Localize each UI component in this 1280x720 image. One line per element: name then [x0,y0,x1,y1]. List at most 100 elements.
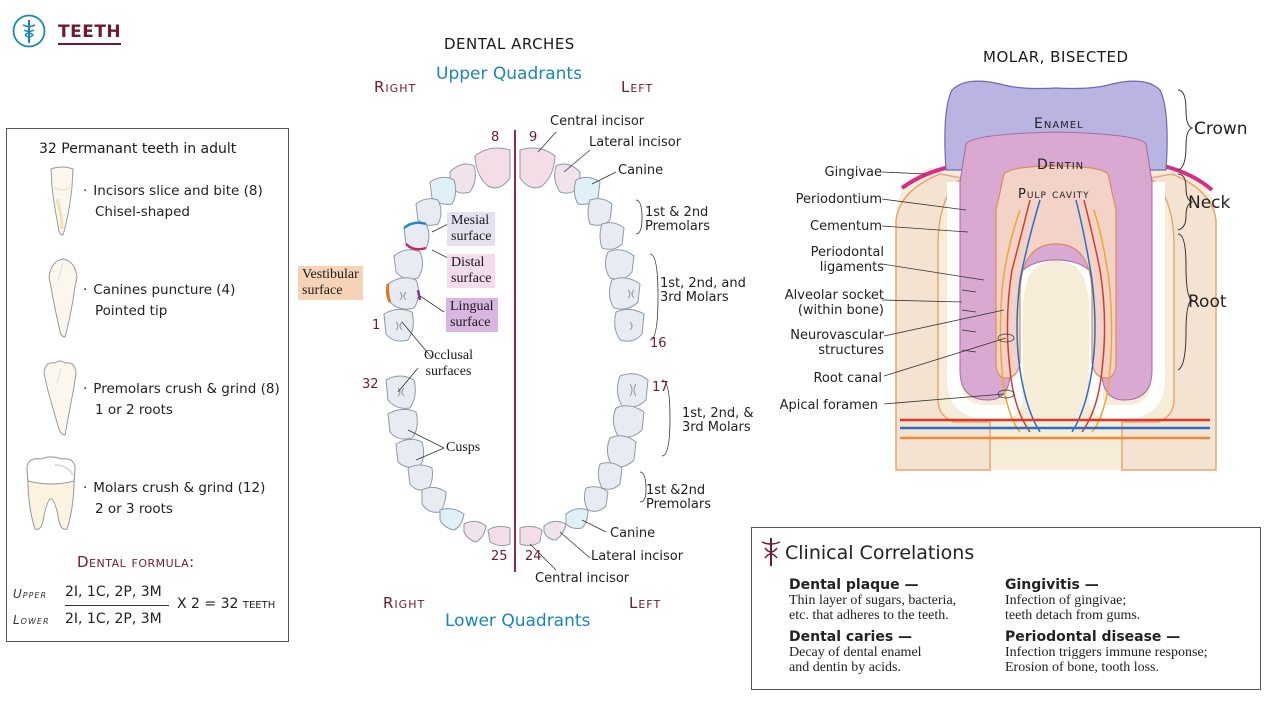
molar-detail: 2 or 3 roots [95,501,173,517]
canine-name: Canines puncture (4) [93,282,236,298]
tooth-number-8: 8 [491,130,500,145]
root-label: Root [1188,292,1227,312]
lingual-line1: Lingual [450,299,494,314]
tooth-18 [612,405,645,438]
tooth-27 [439,508,465,531]
premolar-description: ·Premolars crush & grind (8) 1 or 2 root… [83,379,280,421]
gingivae-label: Gingivae [824,165,882,180]
mesial-line1: Mesial [451,213,490,228]
occlusal-line1: Occlusal [424,348,473,363]
tooth-16 [614,308,645,342]
tooth-25 [487,525,511,547]
premolars-bottom-line1: 1st &2nd [646,483,706,498]
dental-caries-text: Decay of dental enamel and dentin by aci… [789,645,922,675]
distal-line1: Distal [451,255,485,270]
tooth-number-1: 1 [372,318,381,333]
central-incisor-bottom-label: Central incisor [535,571,630,586]
formula-upper-value: 2I, 1C, 2P, 3M [65,584,162,600]
dental-arches-title: DENTAL ARCHES [444,35,575,53]
premolar-detail: 1 or 2 roots [95,402,173,418]
distal-surface-label: Distal surface [447,254,496,288]
teeth-panel-title: 32 Permanant teeth in adult [39,141,237,157]
dental-caries-line1: Decay of dental enamel [789,645,922,660]
lingual-surface-label: Lingual surface [446,298,498,332]
distal-surface-highlight [405,243,427,251]
incisor-tooth-icon [50,166,74,236]
premolars-top-label: 1st & 2nd Premolars [645,206,710,234]
formula-lower-value: 2I, 1C, 2P, 3M [65,611,162,627]
dental-plaque-line1: Thin layer of sugars, bacteria, [789,593,957,608]
occlusal-line2: surfaces [425,364,472,379]
periodontal-line2: ligaments [819,260,884,275]
premolar-tooth-icon [43,360,77,436]
right-gingival-margin [1163,164,1214,192]
tooth-13 [599,222,625,250]
dental-plaque-line2: etc. that adheres to the teeth. [789,608,949,623]
tooth-26 [463,520,487,543]
left-bottom-label: Left [629,594,662,612]
dentin-label: Dentin [1037,157,1085,173]
canine-top-label: Canine [618,163,664,178]
mesial-line2: surface [451,229,492,244]
molars-top-label: 1st, 2nd, and 3rd Molars [660,277,746,305]
tooth-12 [587,198,613,226]
premolar-name: Premolars crush & grind (8) [93,381,280,397]
tooth-number-32: 32 [362,377,379,392]
tooth-20 [597,462,623,490]
molar-description: ·Molars crush & grind (12) 2 or 3 roots [83,478,265,520]
tooth-30 [395,438,425,468]
vestibular-surface-highlight [385,283,392,303]
mesial-surface-highlight [403,221,427,230]
lower-quadrants-label: Lower Quadrants [445,611,591,631]
neuro-line2: structures [818,343,884,358]
lingual-surface-highlight [416,289,422,301]
formula-result: X 2 = 32 teeth [177,596,276,612]
tooth-23 [543,520,567,541]
mesial-surface-label: Mesial surface [447,212,496,246]
tooth-7 [449,163,476,194]
periodontal-disease-line1: Infection triggers immune response; [1005,645,1208,660]
tooth-9 [519,147,556,189]
dental-plaque-text: Thin layer of sugars, bacteria, etc. tha… [789,593,956,623]
periodontal-disease-line2: Erosion of bone, tooth loss. [1005,660,1159,675]
caduceus-icon [761,538,781,566]
tooth-number-16: 16 [650,336,667,351]
dental-formula-title: Dental formula: [77,553,195,571]
molar-tooth-icon [26,456,76,530]
tooth-31 [387,408,418,440]
tooth-24 [519,525,543,547]
molars-top-line1: 1st, 2nd, and [660,276,746,291]
molars-bottom-label: 1st, 2nd, & 3rd Molars [682,407,754,435]
tooth-number-25: 25 [491,549,508,564]
lingual-line2: surface [450,315,491,330]
page-title: TEETH [58,22,122,45]
premolars-top-line2: Premolars [645,219,710,234]
right-top-label: Right [374,78,417,96]
alveolar-socket-label: Alveolar socket (within bone) [785,288,884,318]
clinical-correlations-panel: Clinical Correlations Dental plaque — Th… [751,527,1261,690]
tooth-5 [415,198,442,226]
canine-tooth-icon [48,258,78,338]
upper-quadrants-label: Upper Quadrants [436,64,582,84]
dental-caries-line2: and dentin by acids. [789,660,901,675]
tooth-number-24: 24 [525,549,542,564]
tooth-1 [383,308,414,342]
molars-bottom-line1: 1st, 2nd, & [682,406,754,421]
lateral-incisor-bottom-label: Lateral incisor [591,549,684,564]
right-bottom-label: Right [383,594,426,612]
crown-label: Crown [1194,119,1248,139]
tooth-28 [421,486,447,513]
molars-top-line2: 3rd Molars [660,290,729,305]
clinical-correlations-title: Clinical Correlations [785,542,975,564]
tooth-29 [407,464,433,491]
tooth-10 [554,163,581,194]
cementum-label: Cementum [810,219,882,234]
molar-name: Molars crush & grind (12) [93,480,266,496]
enamel-label: Enamel [1034,116,1084,132]
vestibular-line1: Vestibular [302,267,359,282]
occlusal-surfaces-label: Occlusal surfaces [424,348,473,380]
tooth-14 [604,249,635,280]
root-canal-label: Root canal [813,371,882,386]
canine-detail: Pointed tip [95,303,168,319]
dental-arches-diagram [383,130,671,572]
